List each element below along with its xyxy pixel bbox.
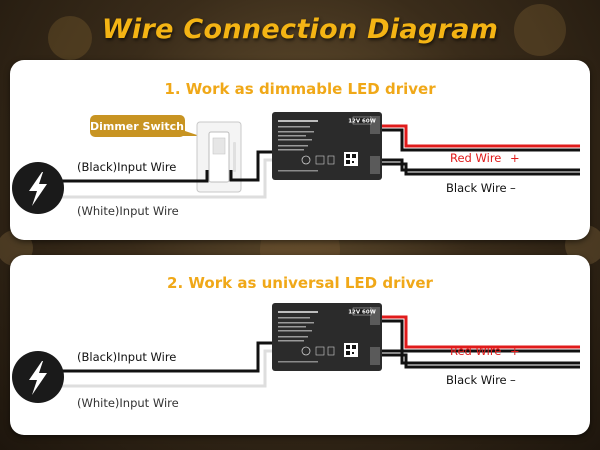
svg-text:12V 60W: 12V 60W (348, 119, 376, 125)
red-plus-sign: + (510, 151, 520, 165)
led-driver: 12V 60W (272, 303, 382, 371)
universal-wiring-diagram: 2. Work as universal LED driver 12V 60W (12, 274, 580, 410)
svg-text:12V 60W: 12V 60W (348, 310, 376, 316)
output-black-wire-label: Black Wire (446, 181, 507, 195)
input-black-wire-label: (Black)Input Wire (77, 350, 176, 364)
red-plus-sign: + (510, 344, 520, 358)
black-minus-sign: – (510, 181, 516, 195)
input-white-wire-label: (White)Input Wire (77, 204, 179, 218)
svg-text:Dimmer Switch: Dimmer Switch (90, 120, 184, 133)
dimmable-heading: 1. Work as dimmable LED driver (164, 80, 436, 98)
input-black-wire-label: (Black)Input Wire (77, 160, 176, 174)
dimmable-wiring-diagram: 1. Work as dimmable LED driver Dimmer Sw… (12, 80, 580, 218)
output-black-wire-label: Black Wire (446, 373, 507, 387)
led-driver: 12V 60W (272, 112, 382, 180)
dimmer-switch-label: Dimmer Switch (90, 115, 200, 137)
page-title: Wire Connection Diagram (101, 14, 499, 45)
input-white-wire-label: (White)Input Wire (77, 396, 179, 410)
lightning-bolt-icon (12, 351, 64, 403)
lightning-bolt-icon (12, 162, 64, 214)
dimmable-panel: 1. Work as dimmable LED driver Dimmer Sw… (10, 60, 590, 240)
universal-panel: 2. Work as universal LED driver 12V 60W (10, 255, 590, 435)
universal-heading: 2. Work as universal LED driver (167, 274, 434, 292)
output-red-wire-label: Red Wire (450, 151, 501, 165)
output-red-wire-label: Red Wire (450, 344, 501, 358)
black-minus-sign: – (510, 373, 516, 387)
